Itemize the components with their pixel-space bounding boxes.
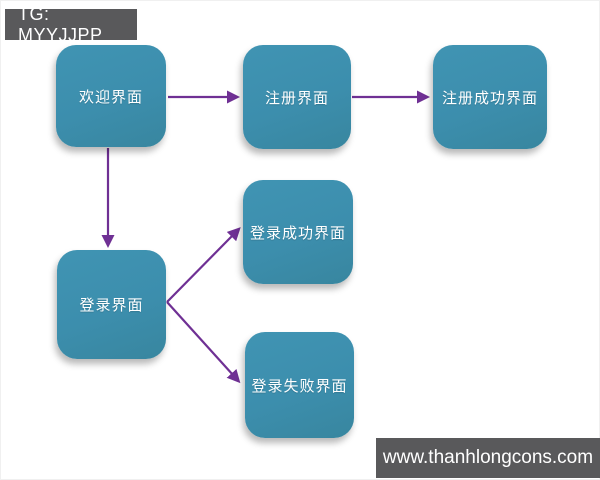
node-login-screen-label: 登录界面 [79,297,144,314]
arrow-login-to-login-fail [166,301,241,384]
node-register-success-screen-label: 注册成功界面 [441,89,538,107]
arrow-login-to-login-success [166,227,241,303]
node-login-fail-screen: 登录失败界面 [245,332,354,438]
node-welcome-screen: 欢迎界面 [56,45,166,147]
tg-watermark-badge: TG: MYYJJPP [5,4,137,45]
node-register-screen-label: 注册界面 [264,89,329,107]
node-login-success-screen-label: 登录成功界面 [249,224,346,242]
node-welcome-screen-label: 欢迎界面 [78,88,143,106]
site-watermark-bar: www.thanhlongcons.com [376,438,600,478]
node-login-fail-screen-label: 登录失败界面 [251,377,348,395]
node-login-success-screen: 登录成功界面 [243,180,353,284]
site-watermark-label: www.thanhlongcons.com [382,447,594,468]
node-login-screen: 登录界面 [57,250,166,359]
node-register-screen: 注册界面 [243,45,351,149]
node-register-success-screen: 注册成功界面 [433,45,547,149]
tg-watermark-label: TG: MYYJJPP [18,3,103,45]
